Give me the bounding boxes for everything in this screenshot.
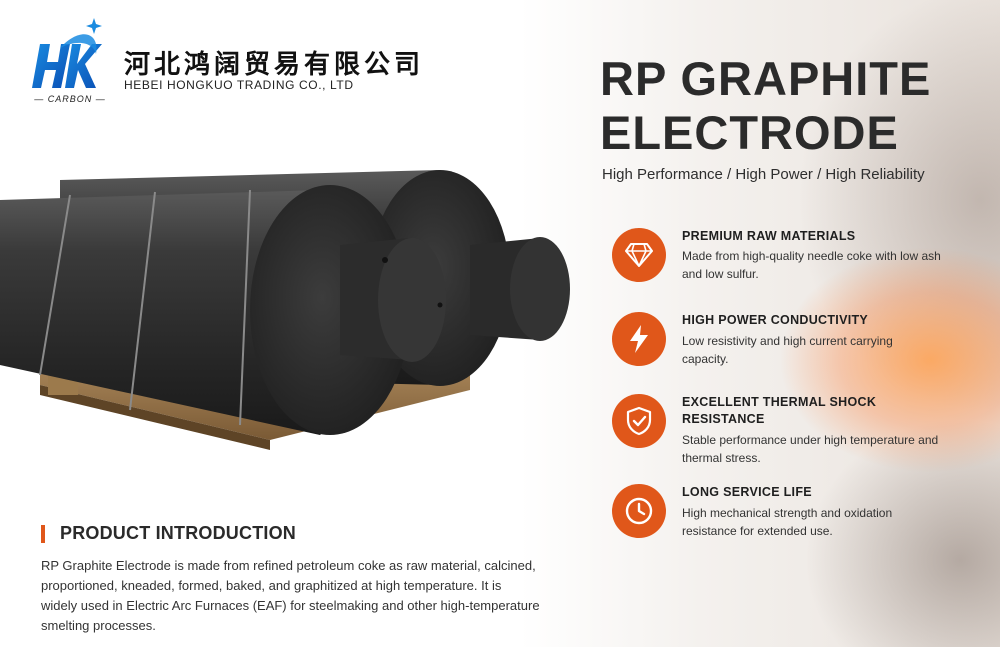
feature-desc: Made from high-quality needle coke with … [682,249,941,281]
feature-desc: High mechanical strength and oxidation r… [682,506,893,538]
title-line-1: RP GRAPHITE [600,52,932,105]
intro-heading: PRODUCT INTRODUCTION [60,523,296,543]
title-line-2: ELECTRODE [600,106,899,159]
graphite-electrode-image [0,170,570,450]
feature-title: HIGH POWER CONDUCTIVITY [682,313,869,327]
feature-desc: Low resistivity and high current carryin… [682,334,893,366]
feature-desc: Stable performance under high temperatur… [682,433,939,465]
company-logo: — CARBON — [30,14,110,110]
logo-tagline: CARBON [47,94,93,104]
feature-title: PREMIUM RAW MATERIALS [682,229,856,243]
product-title: RP GRAPHITE ELECTRODE [600,52,980,160]
shield-check-icon [612,394,666,448]
hk-logo-icon [32,18,102,88]
lightning-icon [612,312,666,366]
company-name-en: HEBEI HONGKUO TRADING CO., LTD [124,78,354,92]
product-subtitle: High Performance / High Power / High Rel… [602,166,925,183]
feature-title: EXCELLENT THERMAL SHOCK RESISTANCE [682,395,877,426]
company-name-cn: 河北鸿阔贸易有限公司 [124,50,425,80]
intro-body: RP Graphite Electrode is made from refin… [41,558,540,633]
clock-icon [612,484,666,538]
feature-title: LONG SERVICE LIFE [682,485,812,499]
section-accent-bar [41,525,45,543]
diamond-icon [612,228,666,282]
